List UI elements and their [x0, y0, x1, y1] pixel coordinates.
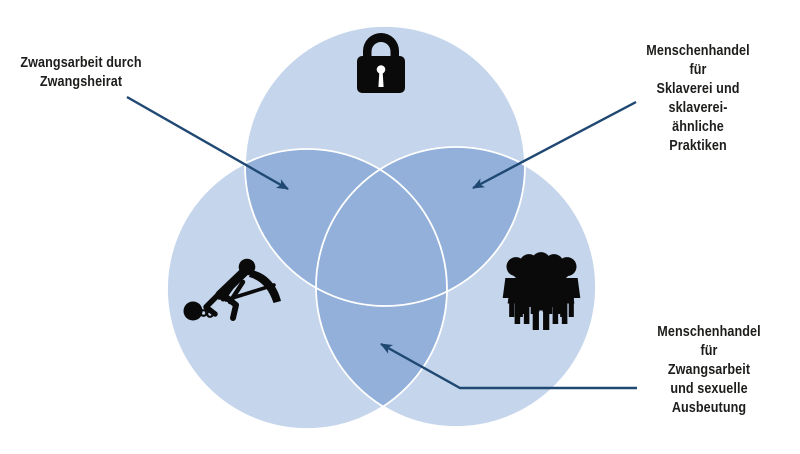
circle-right-outline	[315, 146, 597, 428]
circle-left-outline	[166, 148, 448, 430]
arrow-slavery	[472, 100, 637, 190]
miner-ball-chain-icon	[183, 258, 281, 321]
arrow-forced-marriage	[126, 95, 289, 191]
overlap-left-right	[316, 149, 447, 427]
lock-icon	[357, 33, 405, 93]
label-exploitation: Menschenhandel für Zwangsarbeit und sexu…	[657, 323, 761, 416]
label-slavery: Menschenhandel für Sklaverei und sklaver…	[646, 42, 750, 154]
arrow-exploitation	[380, 342, 637, 390]
label-forced-marriage: Zwangsarbeit durch Zwangsheirat	[20, 54, 142, 90]
